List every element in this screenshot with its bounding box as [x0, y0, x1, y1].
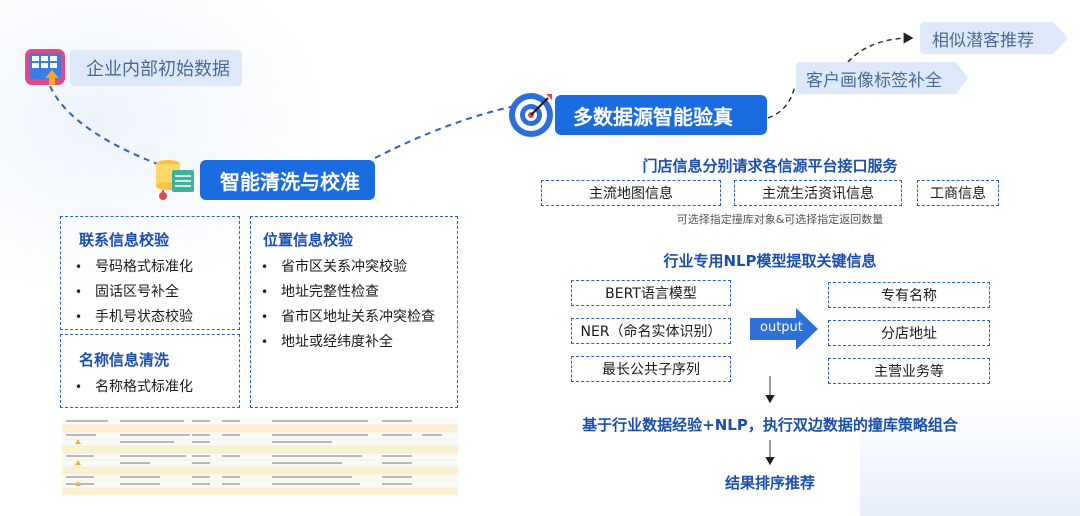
internal-data-node: 企业内部初始数据 — [70, 50, 242, 86]
contact-section: 联系信息校验 号码格式标准化 固话区号补全 手机号状态校验 — [60, 216, 240, 330]
target-icon — [508, 92, 554, 138]
profile-tags-node: 客户画像标签补全 — [796, 62, 968, 94]
model-ner-label: NER（命名实体识别） — [580, 324, 722, 340]
output-name-label: 专有名称 — [881, 288, 937, 304]
source-business-label: 工商信息 — [930, 186, 986, 202]
model-lcs: 最长公共子序列 — [571, 356, 731, 382]
list-item: 固话区号补全 — [69, 280, 193, 305]
list-item: 地址完整性检查 — [255, 280, 435, 305]
link-to-profile-tags — [767, 84, 796, 119]
model-bert-label: BERT语言模型 — [605, 286, 697, 302]
contact-list: 号码格式标准化 固话区号补全 手机号状态校验 — [69, 255, 193, 330]
verification-node: 多数据源智能验真 — [555, 95, 767, 135]
list-item: 地址或经纬度补全 — [255, 330, 435, 355]
output-arrow: output — [750, 306, 820, 352]
contact-section-title: 联系信息校验 — [79, 231, 170, 249]
sources-note: 可选择指定撞库对象&可选择指定返回数量 — [676, 213, 884, 226]
nlp-title: 行业专用NLP模型提取关键信息 — [663, 252, 877, 270]
output-name: 专有名称 — [828, 282, 990, 308]
name-section-title: 名称信息清洗 — [79, 351, 170, 369]
profile-tags-label: 客户画像标签补全 — [806, 70, 942, 91]
cleaning-label: 智能清洗与校准 — [220, 169, 360, 194]
verification-label: 多数据源智能验真 — [573, 104, 733, 129]
spreadsheet-upload-icon — [24, 48, 66, 88]
internal-data-label: 企业内部初始数据 — [86, 59, 230, 80]
output-address-label: 分店地址 — [881, 326, 937, 342]
model-ner: NER（命名实体识别） — [571, 318, 731, 344]
result-text: 结果排序推荐 — [724, 474, 815, 492]
output-business-label: 主营业务等 — [874, 364, 944, 380]
source-lifestyle-label: 主流生活资讯信息 — [762, 186, 874, 202]
model-bert: BERT语言模型 — [571, 280, 731, 306]
output-arrow-label: output — [760, 320, 803, 335]
location-section: 位置信息校验 省市区关系冲突校验 地址完整性检查 省市区地址关系冲突检查 地址或… — [250, 216, 458, 408]
location-list: 省市区关系冲突校验 地址完整性检查 省市区地址关系冲突检查 地址或经纬度补全 — [255, 255, 435, 355]
similar-customers-label: 相似潜客推荐 — [932, 30, 1034, 51]
source-map: 主流地图信息 — [541, 180, 721, 206]
name-section: 名称信息清洗 名称格式标准化 — [60, 334, 240, 408]
background-wash-right — [860, 400, 1080, 516]
source-lifestyle: 主流生活资讯信息 — [734, 180, 902, 206]
name-list: 名称格式标准化 — [69, 375, 193, 400]
list-item: 手机号状态校验 — [69, 305, 193, 330]
link-to-similar — [847, 32, 914, 63]
link-cleaning-to-verification — [374, 105, 516, 159]
cleaning-node: 智能清洗与校准 — [200, 160, 375, 200]
strategy-text: 基于行业数据经验+NLP，执行双边数据的撞库策略组合 — [582, 416, 958, 434]
sources-title: 门店信息分别请求各信源平台接口服务 — [642, 157, 898, 175]
source-business: 工商信息 — [917, 180, 999, 206]
database-icon — [152, 156, 198, 202]
list-item: 省市区关系冲突校验 — [255, 255, 435, 280]
output-address: 分店地址 — [828, 320, 990, 346]
source-map-label: 主流地图信息 — [589, 186, 673, 202]
model-lcs-label: 最长公共子序列 — [602, 362, 700, 378]
list-item: 省市区地址关系冲突检查 — [255, 305, 435, 330]
list-item: 号码格式标准化 — [69, 255, 193, 280]
similar-customers-node: 相似潜客推荐 — [920, 22, 1068, 54]
output-business: 主营业务等 — [828, 358, 990, 384]
link-internal-to-cleaning — [49, 85, 161, 166]
list-item: 名称格式标准化 — [69, 375, 193, 400]
sample-data-table-image — [62, 418, 458, 496]
location-section-title: 位置信息校验 — [263, 231, 354, 249]
